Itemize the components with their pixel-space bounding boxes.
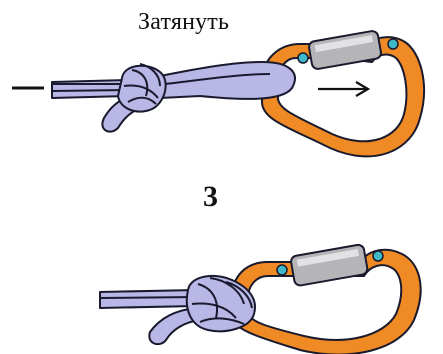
rivet-icon [298,53,308,63]
caption-text: Затянуть [138,9,229,36]
step-number: 3 [203,180,218,214]
rope-top [52,62,295,132]
bottom-illustration [100,244,421,354]
rope-bottom [100,276,255,344]
rivet-icon [373,251,383,261]
top-illustration [12,30,424,156]
rivet-icon [277,265,287,275]
rivet-icon [388,39,398,49]
carabiner-bottom [232,244,421,354]
